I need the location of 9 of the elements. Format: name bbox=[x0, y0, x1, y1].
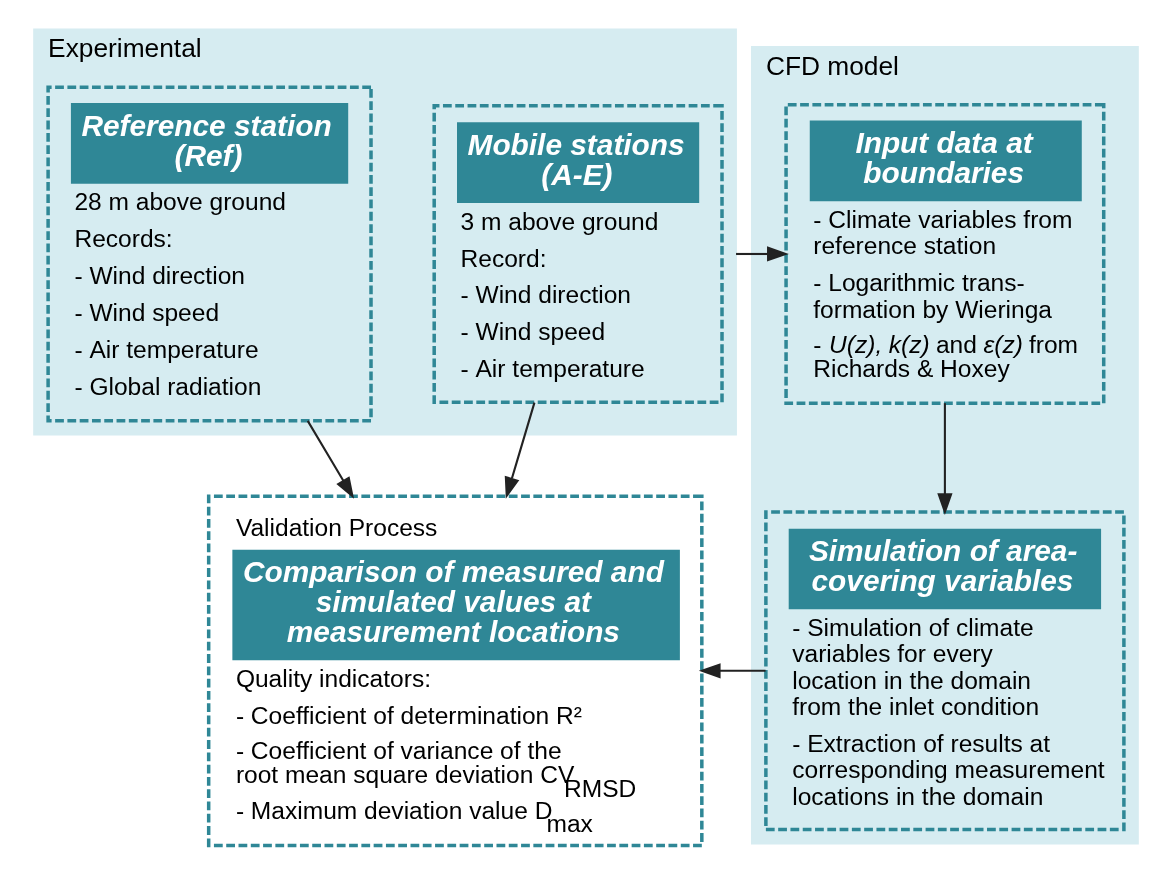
node-box: Mobile stations (A-E) 3 m above ground Record: - Wind direction - Wind speed - Air temperature bbox=[432, 103, 724, 405]
arrow bbox=[698, 663, 766, 679]
arrow bbox=[306, 420, 355, 499]
arrow bbox=[937, 403, 953, 516]
node-box: Reference station (Ref) 28 m above ground Records: - Wind direction - Wind speed - Air temperature - Global radiation bbox=[46, 85, 373, 423]
arrow bbox=[736, 246, 789, 262]
arrow bbox=[504, 402, 536, 499]
node-box: Simulation of area- covering variables - Simulation of climate variables for every location in the domain from the inlet condition - Extraction of results at corresponding measurement locations in the domain bbox=[764, 510, 1126, 832]
node-box: Input data at boundaries - Climate variables from reference station - Logarithmic trans- formation by Wieringa - U(z), k(z) and ε(z) from Richards & Hoxey bbox=[784, 103, 1106, 405]
